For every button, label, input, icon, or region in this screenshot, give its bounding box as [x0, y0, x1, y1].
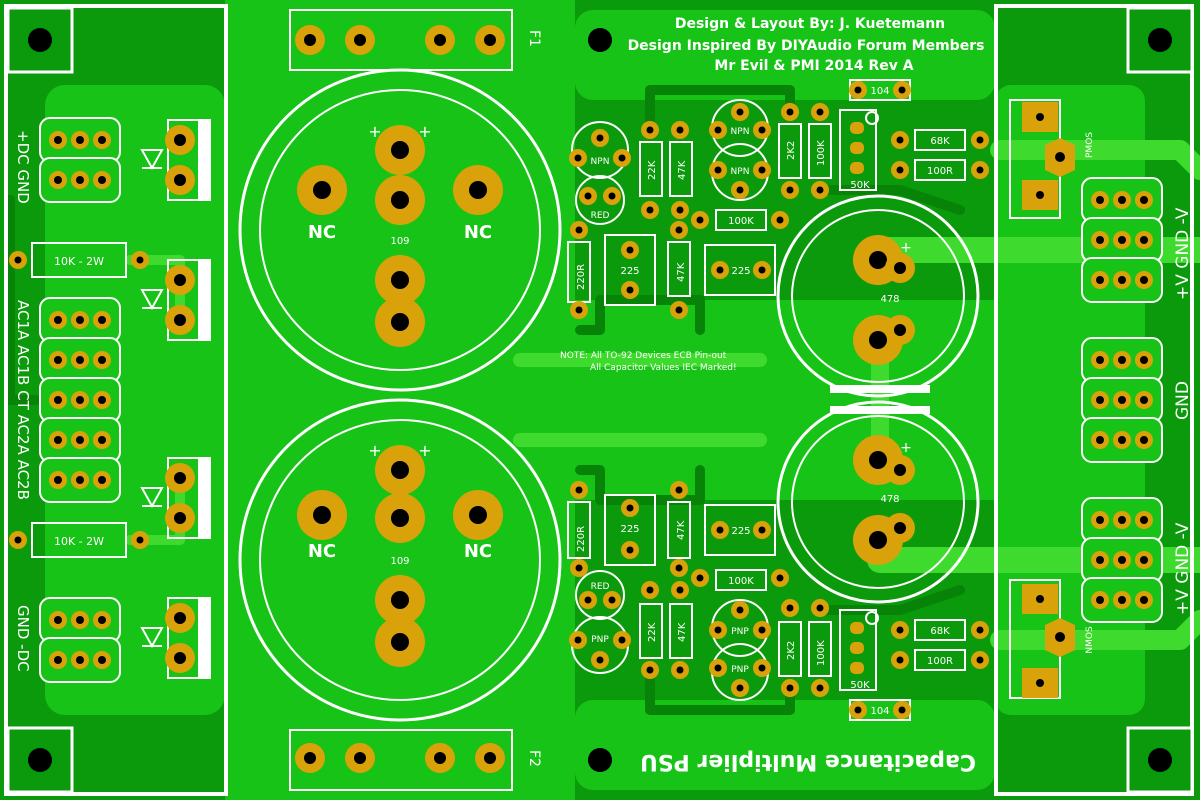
resistor-68k-top: 68K	[930, 136, 950, 147]
output-cap-top: + 478	[776, 194, 980, 398]
pot-bot-label: 50K	[850, 680, 870, 691]
resistor-100k-h-bot: 100K	[728, 576, 754, 587]
board-title: Capacitance Multiplier PSU	[640, 749, 976, 774]
led-top-label: RED	[591, 211, 610, 221]
right-terminals	[1081, 177, 1163, 623]
cap-top-nc-left: NC	[308, 222, 336, 243]
cap-bot-nc-left: NC	[308, 541, 336, 562]
resistor-2k2-top: 2K2	[786, 141, 797, 160]
note-line-1: NOTE: All TO-92 Devices ECB Pin-out	[560, 351, 727, 361]
resistor-bleed-top: 10K - 2W	[54, 255, 104, 268]
regulator-top: NPN RED 22K 47K 220R 225 47K 100K 225	[567, 79, 989, 319]
cap-bot-plus-right: +	[418, 441, 431, 460]
cap-225-top-left: 225	[620, 266, 639, 277]
cap-top-plus-left: +	[368, 122, 381, 141]
output-cap-bottom: + 478	[776, 400, 980, 604]
fuse-label-f2: F2	[526, 750, 542, 767]
cap-bot-plus-left: +	[368, 441, 381, 460]
resistor-220r-top: 220R	[576, 264, 587, 290]
left-labels: +DC GND AC1A AC1B CT AC2A AC2B GND -DC	[14, 130, 32, 672]
label-ac-inputs: AC1A AC1B CT AC2A AC2B	[14, 300, 32, 500]
npn-3-label: NPN	[731, 167, 750, 177]
cap-bot-value: 109	[390, 556, 409, 567]
credit-line-3: Mr Evil & PMI 2014 Rev A	[714, 58, 913, 74]
cap-225-bot-left: 225	[620, 524, 639, 535]
resistor-47k-bot: 47K	[677, 622, 688, 642]
resistor-100r-bot: 100R	[927, 656, 953, 667]
out-cap-top-plus: +	[900, 240, 912, 256]
npn-1-label: NPN	[591, 157, 610, 167]
resistor-100k-v-top: 100K	[816, 140, 827, 166]
resistor-47k-bot-2: 47K	[676, 520, 687, 540]
fuse-label-f1: F1	[526, 30, 542, 47]
pnp-2-label: PNP	[731, 627, 749, 637]
note-line-2: All Capacitor Values IEC Marked!	[590, 363, 737, 373]
cap-104-top: 104	[870, 86, 889, 97]
right-labels: +V GND -V GND +V GND -V	[1173, 207, 1193, 615]
cap-top-value: 109	[390, 236, 409, 247]
bleeder-resistors: 10K - 2W 10K - 2W	[9, 242, 149, 558]
credit-line-2: Design Inspired By DIYAudio Forum Member…	[628, 38, 985, 54]
cap-225-bot-right: 225	[731, 526, 750, 537]
mounting-holes	[6, 6, 1194, 794]
led-bot-label: RED	[591, 582, 610, 592]
label-gnd-out: GND	[1173, 381, 1193, 420]
pmos-label: PMOS	[1085, 132, 1095, 158]
cap-bot-nc-right: NC	[464, 541, 492, 562]
regulator-bottom: 220R 225 47K 225 RED PNP 22K 47K 100K PN…	[567, 481, 989, 721]
label-pos-out: +V GND -V	[1173, 207, 1193, 300]
resistor-22k-top: 22K	[647, 160, 658, 180]
cap-104-bot: 104	[870, 706, 889, 717]
resistor-22k-bot: 22K	[647, 622, 658, 642]
assembly-note: NOTE: All TO-92 Devices ECB Pin-out All …	[560, 351, 737, 373]
rectifier-diodes	[140, 119, 211, 679]
label-dc-pos: +DC GND	[14, 130, 32, 204]
left-terminals	[39, 117, 121, 683]
credit-line-1: Design & Layout By: J. Kuetemann	[675, 16, 945, 32]
out-cap-bot-plus: +	[900, 440, 912, 456]
fuse-holders: F1 F2	[289, 9, 542, 791]
resistor-47k-top: 47K	[677, 160, 688, 180]
filter-cap-bottom: + + NC NC 109	[238, 398, 562, 722]
cap-top-plus-right: +	[418, 122, 431, 141]
resistor-47k-top-2: 47K	[676, 262, 687, 282]
pot-top-label: 50K	[850, 180, 870, 191]
label-neg-out: +V GND -V	[1173, 522, 1193, 615]
filter-cap-top: + + NC NC 109	[238, 68, 562, 392]
resistor-bleed-bot: 10K - 2W	[54, 535, 104, 548]
pnp-3-label: PNP	[731, 665, 749, 675]
cap-225-top-right: 225	[731, 266, 750, 277]
credits: Design & Layout By: J. Kuetemann Design …	[628, 16, 985, 74]
resistor-100k-v-bot: 100K	[816, 640, 827, 666]
cap-top-nc-right: NC	[464, 222, 492, 243]
npn-2-label: NPN	[731, 127, 750, 137]
resistor-2k2-bot: 2K2	[786, 641, 797, 660]
label-dc-neg: GND -DC	[14, 605, 32, 672]
board-outline	[4, 4, 1194, 796]
nmos-label: NMOS	[1085, 626, 1095, 654]
mosfets: PMOS NMOS	[1009, 99, 1095, 699]
out-cap-bot-value: 478	[880, 494, 899, 505]
out-cap-top-value: 478	[880, 294, 899, 305]
dark-traces	[5, 85, 965, 715]
resistor-68k-bot: 68K	[930, 626, 950, 637]
resistor-220r-bot: 220R	[576, 526, 587, 552]
resistor-100r-top: 100R	[927, 166, 953, 177]
resistor-100k-h-top: 100K	[728, 216, 754, 227]
pnp-1-label: PNP	[591, 635, 609, 645]
